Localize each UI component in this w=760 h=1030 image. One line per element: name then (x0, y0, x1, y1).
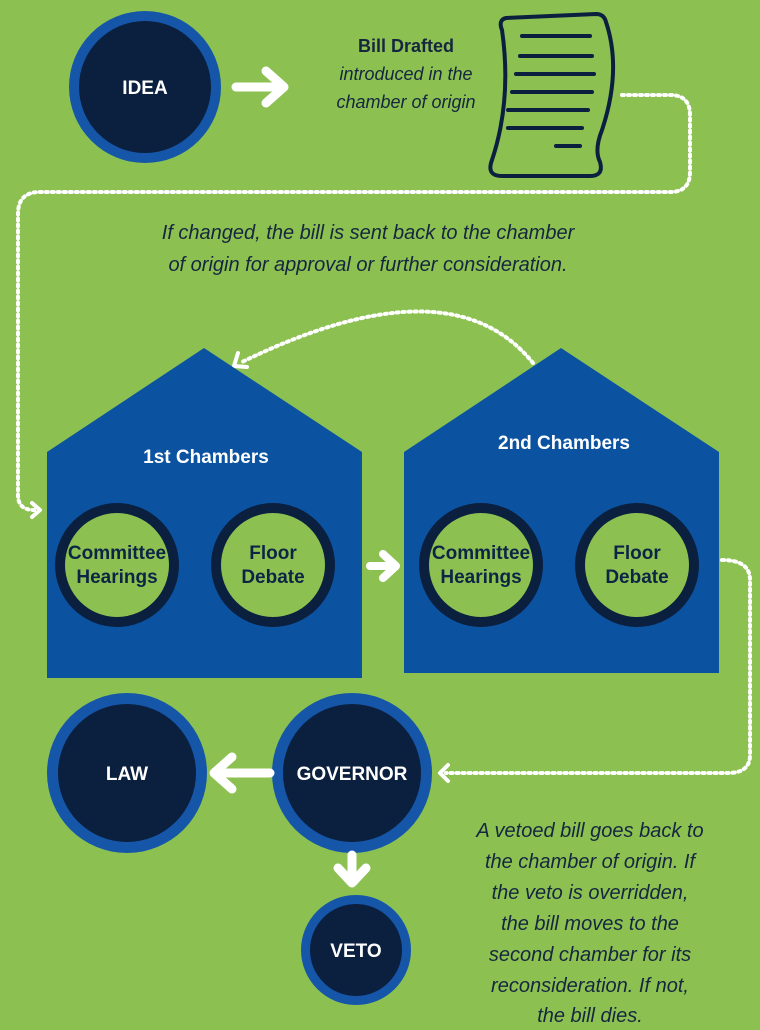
first-chamber-committee-hearings: Committee Hearings (55, 503, 179, 627)
law-node: LAW (47, 693, 207, 853)
second-chamber-title: 2nd Chambers (498, 433, 630, 454)
arrow-governor-to-veto (333, 850, 371, 888)
second-committee-line-1: Committee (432, 543, 530, 564)
connector-second-chamber-to-governor (444, 558, 752, 775)
arrow-idea-to-bill (231, 66, 289, 108)
veto-note-line-6: reconsideration. If not, (491, 975, 689, 997)
veto-label: VETO (330, 941, 381, 962)
first-chamber-title: 1st Chambers (143, 447, 269, 468)
changed-note-line-2: of origin for approval or further consid… (168, 254, 567, 276)
veto-note-line-1: A vetoed bill goes back to (475, 820, 703, 842)
bill-drafted-text: Bill Drafted introduced in the chamber o… (336, 36, 475, 112)
changed-note-line-1: If changed, the bill is sent back to the… (162, 222, 576, 244)
dotted-connectors (16, 93, 752, 775)
arrow-first-to-second-chamber (366, 550, 400, 582)
arrowhead-into-first-chamber (30, 501, 42, 519)
veto-node: VETO (301, 895, 411, 1005)
idea-node: IDEA (69, 11, 221, 163)
veto-note-line-3: the veto is overridden, (492, 882, 689, 904)
bill-drafted-title: Bill Drafted (358, 36, 454, 56)
first-chamber: 1st Chambers Committee Hearings Floor De… (47, 348, 362, 678)
arrowhead-into-governor (438, 763, 450, 783)
first-floor-line-1: Floor (249, 543, 297, 564)
veto-note: A vetoed bill goes back to the chamber o… (475, 820, 703, 1027)
governor-label: GOVERNOR (297, 764, 408, 785)
second-chamber-floor-debate: Floor Debate (575, 503, 699, 627)
law-label: LAW (106, 764, 148, 785)
first-floor-line-2: Debate (241, 567, 304, 588)
veto-note-line-7: the bill dies. (537, 1005, 643, 1027)
second-chamber-committee-hearings: Committee Hearings (419, 503, 543, 627)
idea-label: IDEA (122, 78, 168, 99)
veto-note-line-2: the chamber of origin. If (485, 851, 698, 873)
arrowhead-into-first-chamber-roof (232, 351, 249, 369)
bill-caption-line-2: chamber of origin (336, 92, 475, 112)
governor-node: GOVERNOR (272, 693, 432, 853)
veto-note-line-4: the bill moves to the (501, 913, 679, 935)
second-floor-line-1: Floor (613, 543, 661, 564)
second-floor-line-2: Debate (605, 567, 668, 588)
connector-bill-to-first-chamber (16, 93, 692, 512)
second-committee-line-2: Hearings (440, 567, 521, 588)
second-chamber: 2nd Chambers Committee Hearings Floor De… (404, 348, 719, 673)
first-committee-line-1: Committee (68, 543, 166, 564)
changed-note: If changed, the bill is sent back to the… (162, 222, 576, 276)
first-chamber-floor-debate: Floor Debate (211, 503, 335, 627)
veto-note-line-5: second chamber for its (489, 944, 691, 966)
arrow-governor-to-law (209, 752, 275, 794)
first-committee-line-2: Hearings (76, 567, 157, 588)
scroll-document-icon (488, 12, 616, 178)
bill-caption-line-1: introduced in the (339, 64, 472, 84)
dotted-arrowheads (30, 351, 450, 783)
connector-second-to-first-chamber (238, 309, 535, 365)
